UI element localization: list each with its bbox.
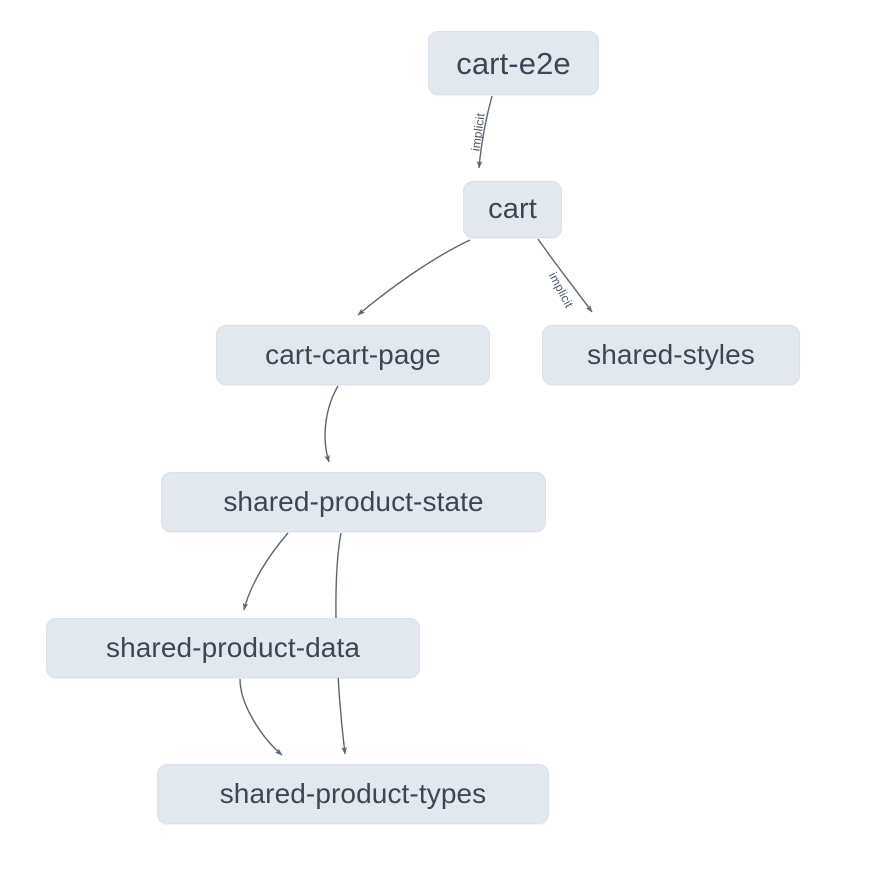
node-label: shared-product-types (219, 778, 487, 809)
node-shared-product-state[interactable]: shared-product-state (161, 472, 546, 532)
edge-cart-to-shared-styles (537, 238, 593, 313)
node-shared-product-data[interactable]: shared-product-data (46, 618, 420, 678)
node-label: cart-e2e (456, 45, 571, 81)
edge-shared-product-state-to-shared-product-data (242, 532, 289, 611)
node-label: shared-product-state (223, 486, 484, 517)
node-cart[interactable]: cart (463, 181, 562, 238)
node-cart-cart-page[interactable]: cart-cart-page (216, 325, 490, 385)
node-cart-e2e[interactable]: cart-e2e (428, 31, 599, 95)
node-label: cart-cart-page (265, 339, 441, 370)
node-shared-styles[interactable]: shared-styles (542, 325, 800, 385)
node-shared-product-types[interactable]: shared-product-types (157, 764, 549, 824)
edge-cart-to-cart-cart-page (357, 239, 471, 316)
edge-cart-cart-page-to-shared-product-state (324, 385, 339, 463)
node-label: shared-styles (587, 339, 755, 370)
node-label: shared-product-data (105, 632, 361, 663)
node-label: cart (488, 193, 537, 225)
edge-cart-e2e-to-cart (476, 95, 493, 169)
edge-shared-product-data-to-shared-product-types (239, 678, 283, 756)
